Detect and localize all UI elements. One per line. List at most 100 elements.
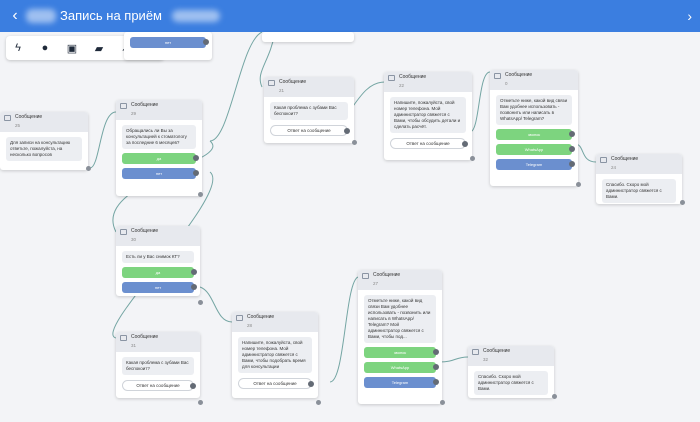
- chat-icon[interactable]: ▰: [94, 42, 104, 55]
- output-port[interactable]: [433, 379, 439, 385]
- message-icon: [236, 315, 243, 321]
- yes-option-button[interactable]: да: [122, 267, 197, 278]
- message-text: Отметьте ниже, какой вид связи Вам удобн…: [364, 295, 436, 343]
- connector-dot[interactable]: [440, 400, 445, 405]
- node-title: Сообщение: [131, 334, 159, 340]
- node-number: 28: [247, 323, 253, 328]
- output-port[interactable]: [433, 349, 439, 355]
- message-node-partial[interactable]: нет: [124, 32, 212, 60]
- call-option-button[interactable]: звонок: [364, 347, 439, 358]
- reply-label: Ответ на сообщение: [253, 381, 297, 386]
- whatsapp-option-button[interactable]: WhatsApp: [496, 144, 575, 155]
- connector-dot[interactable]: [86, 166, 91, 171]
- blurred-text: [26, 9, 56, 23]
- output-port[interactable]: [308, 381, 314, 387]
- node-number: 31: [131, 343, 137, 348]
- node-header: Сообщение 31: [116, 332, 200, 352]
- reply-label: Ответ на сообщение: [287, 128, 331, 133]
- message-node-partial[interactable]: [262, 32, 354, 42]
- message-text: Напишите, пожалуйста, свой номер телефон…: [238, 337, 312, 373]
- reply-field[interactable]: Ответ на сообщение: [122, 380, 196, 391]
- message-text: Спасибо. Скоро мой администратор свяжетс…: [602, 179, 676, 203]
- whatsapp-option-button[interactable]: WhatsApp: [364, 362, 439, 373]
- output-port[interactable]: [569, 161, 575, 167]
- top-bar: ‹ Запись на приём ›: [0, 0, 700, 32]
- node-header: Сообщение 30: [116, 226, 200, 246]
- output-port[interactable]: [569, 131, 575, 137]
- reply-label: Ответ на сообщение: [136, 383, 180, 388]
- no-option-button[interactable]: нет: [122, 282, 197, 293]
- reply-field[interactable]: Ответ на сообщение: [270, 125, 350, 136]
- user-icon[interactable]: ●: [41, 42, 49, 54]
- output-port[interactable]: [190, 383, 196, 389]
- output-port[interactable]: [344, 128, 350, 134]
- output-port[interactable]: [462, 141, 468, 147]
- message-icon: [362, 273, 369, 279]
- message-icon: [268, 80, 275, 86]
- node-number: 24: [611, 165, 617, 170]
- option-label: да: [156, 156, 162, 161]
- connector-dot[interactable]: [470, 156, 475, 161]
- call-option-button[interactable]: звонок: [496, 129, 575, 140]
- back-button[interactable]: ‹: [12, 7, 18, 24]
- connector-dot[interactable]: [680, 200, 685, 205]
- option-label: звонок: [393, 350, 407, 355]
- output-port[interactable]: [433, 364, 439, 370]
- node-number: 30: [131, 237, 137, 242]
- close-button[interactable]: ›: [687, 8, 692, 24]
- node-number: 29: [131, 111, 137, 116]
- telegram-option-button[interactable]: Telegram: [496, 159, 575, 170]
- output-port[interactable]: [193, 170, 199, 176]
- reply-field[interactable]: Ответ на сообщение: [390, 138, 468, 149]
- node-number: 0: [505, 81, 508, 86]
- copy-icon[interactable]: ▣: [66, 42, 78, 55]
- no-option-button[interactable]: нет: [122, 168, 199, 179]
- connector-dot[interactable]: [576, 182, 581, 187]
- node-title: Сообщение: [15, 114, 43, 120]
- message-icon: [494, 73, 501, 79]
- connector-dot[interactable]: [198, 400, 203, 405]
- connector-dot[interactable]: [352, 140, 357, 145]
- output-port[interactable]: [203, 39, 209, 45]
- message-text: Какая проблема с зубами Вас беспокоит?: [270, 102, 348, 120]
- option-label: WhatsApp: [524, 147, 544, 152]
- message-icon: [120, 229, 127, 235]
- node-title: Сообщение: [373, 272, 401, 278]
- output-port[interactable]: [569, 146, 575, 152]
- telegram-option-button[interactable]: Telegram: [364, 377, 439, 388]
- output-port[interactable]: [191, 284, 197, 290]
- reply-field[interactable]: Ответ на сообщение: [238, 378, 314, 389]
- lightning-icon[interactable]: ϟ: [15, 42, 21, 54]
- yes-option-button[interactable]: да: [122, 153, 199, 164]
- connector-dot[interactable]: [552, 394, 557, 399]
- connector-dot[interactable]: [316, 400, 321, 405]
- node-title: Сообщение: [131, 228, 159, 234]
- message-icon: [600, 157, 607, 163]
- option-label: нет: [164, 40, 172, 45]
- node-title: Сообщение: [399, 74, 427, 80]
- no-option-button[interactable]: нет: [130, 37, 209, 48]
- output-port[interactable]: [191, 269, 197, 275]
- output-port[interactable]: [193, 155, 199, 161]
- connector-dot[interactable]: [198, 192, 203, 197]
- option-label: Telegram: [391, 380, 409, 385]
- connector-dot[interactable]: [198, 300, 203, 305]
- option-label: звонок: [527, 132, 541, 137]
- message-icon: [120, 103, 127, 109]
